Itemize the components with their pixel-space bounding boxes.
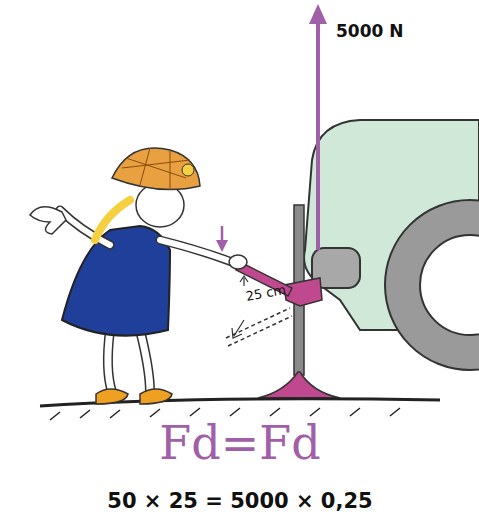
wheel-hub xyxy=(420,235,479,335)
girl-arm xyxy=(160,240,232,262)
girl-dress xyxy=(62,226,170,336)
car-wheel xyxy=(385,200,479,370)
force-arrow xyxy=(316,18,320,250)
distance-label: 25 cm xyxy=(245,283,287,304)
hat-flower xyxy=(182,164,194,176)
force-arrowhead xyxy=(309,4,327,24)
girl-hair xyxy=(95,200,130,240)
hand-force-arrowhead xyxy=(216,240,228,252)
formula: Fd=Fd xyxy=(159,418,320,469)
girl-shoe xyxy=(140,389,172,404)
handle-lower-position xyxy=(226,308,290,338)
handle-lower-position xyxy=(228,316,292,346)
jack-base xyxy=(258,372,340,398)
hat-weave xyxy=(122,148,190,190)
girl-legs xyxy=(108,330,150,392)
girl-legs xyxy=(108,330,150,392)
calculation: 50 × 25 = 5000 × 0,25 xyxy=(107,490,372,513)
girl-arm xyxy=(160,240,232,262)
girl-hat xyxy=(112,148,200,190)
distance-arrow xyxy=(232,320,244,338)
girl-hand xyxy=(229,255,247,269)
distance-arrow xyxy=(240,276,248,286)
girl-hand xyxy=(30,207,66,234)
girl-shoe xyxy=(96,389,128,404)
force-label: 5000 N xyxy=(336,22,403,41)
